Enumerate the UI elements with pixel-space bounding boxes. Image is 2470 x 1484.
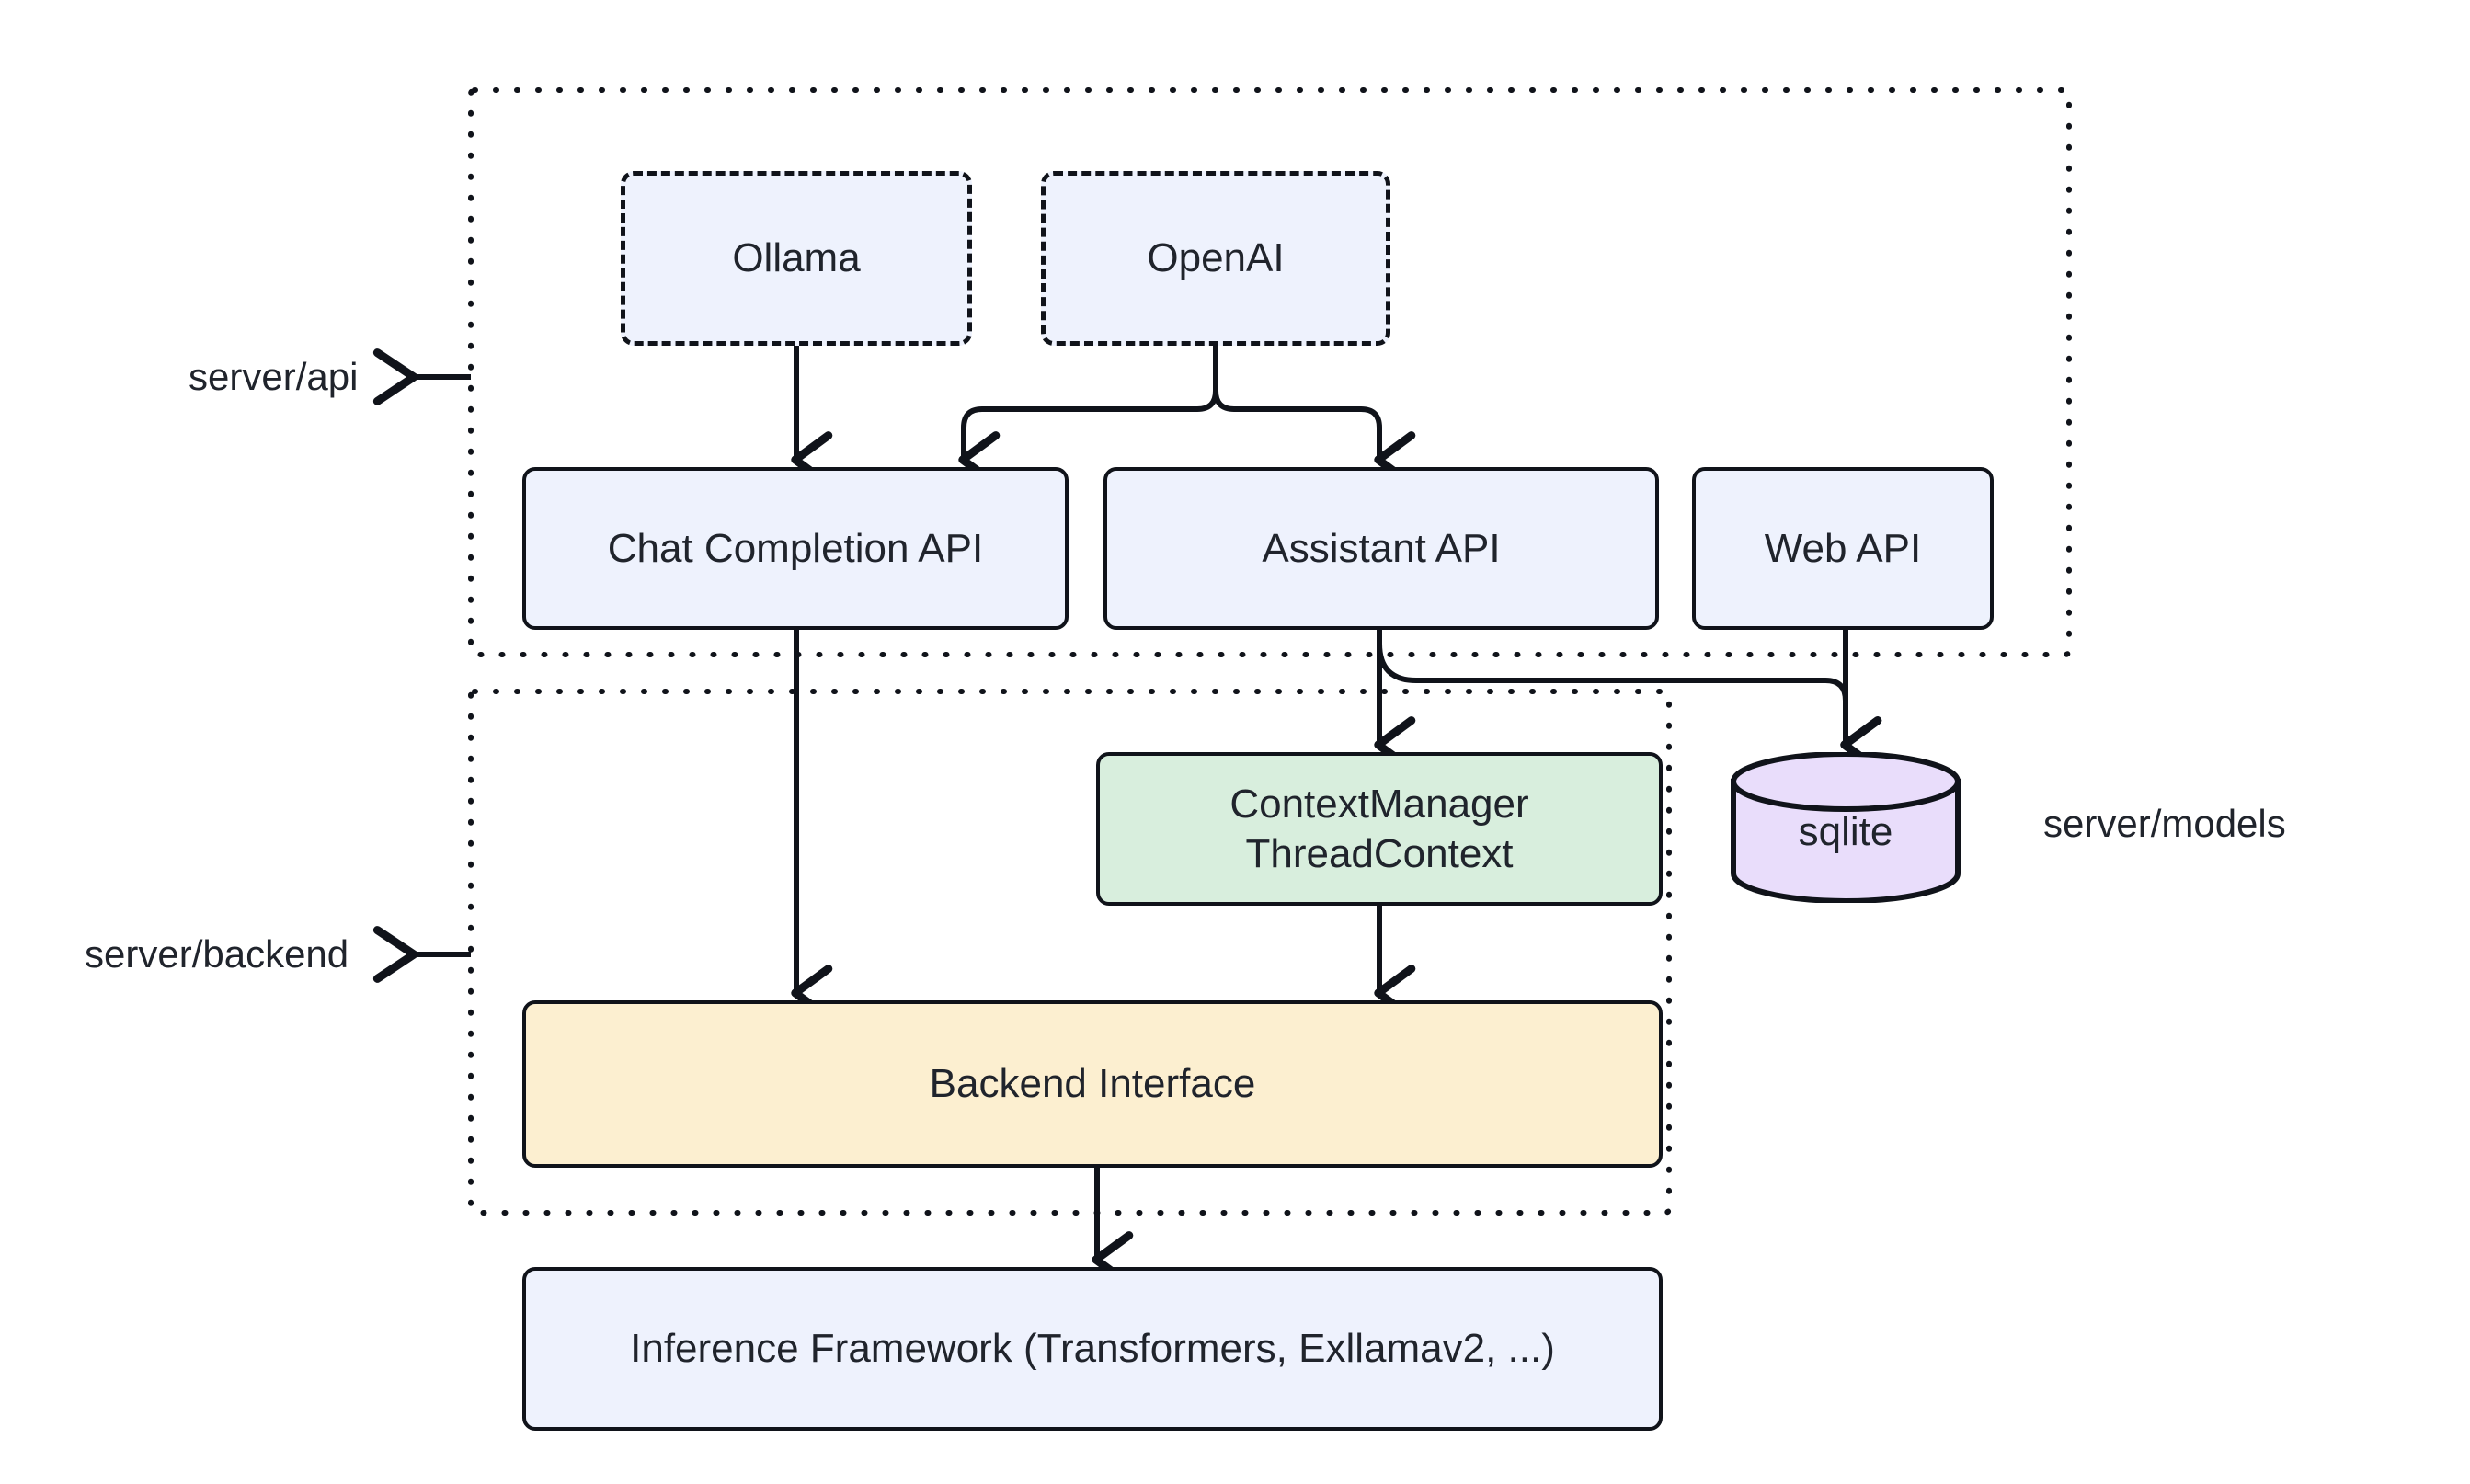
node-openai-label: OpenAI (1147, 235, 1285, 281)
node-chat-completion-api[interactable]: Chat Completion API (522, 467, 1069, 630)
node-backend-interface-label: Backend Interface (929, 1061, 1256, 1107)
node-sqlite[interactable] (1729, 751, 1962, 904)
group-label-server-models: server/models (2043, 802, 2286, 845)
edge-openai-assistant (1213, 345, 1416, 488)
node-context-manager-line1: ContextManager (1229, 781, 1529, 827)
node-backend-interface[interactable]: Backend Interface (522, 1000, 1663, 1168)
node-web-api[interactable]: Web API (1692, 467, 1994, 630)
node-context-manager[interactable]: ContextManager ThreadContext (1096, 752, 1663, 906)
edge-openai-chat (958, 345, 1218, 488)
node-chat-completion-api-label: Chat Completion API (607, 525, 984, 571)
group-box-server-backend (468, 689, 1672, 1216)
node-openai[interactable]: OpenAI (1041, 171, 1390, 346)
node-inference-framework-label: Inference Framework (Transformers, Exlla… (630, 1326, 1555, 1372)
node-context-manager-line2: ThreadContext (1245, 830, 1514, 876)
group-label-server-api: server/api (189, 355, 359, 398)
node-ollama-label: Ollama (732, 235, 861, 281)
node-ollama[interactable]: Ollama (621, 171, 972, 346)
node-inference-framework[interactable]: Inference Framework (Transformers, Exlla… (522, 1267, 1663, 1431)
group-label-server-backend: server/backend (85, 932, 349, 976)
node-assistant-api-label: Assistant API (1262, 525, 1501, 571)
node-web-api-label: Web API (1764, 525, 1922, 571)
node-assistant-api[interactable]: Assistant API (1103, 467, 1659, 630)
cylinder-shape (1731, 751, 1961, 904)
edge-assistant-sqlite (1377, 643, 1882, 773)
